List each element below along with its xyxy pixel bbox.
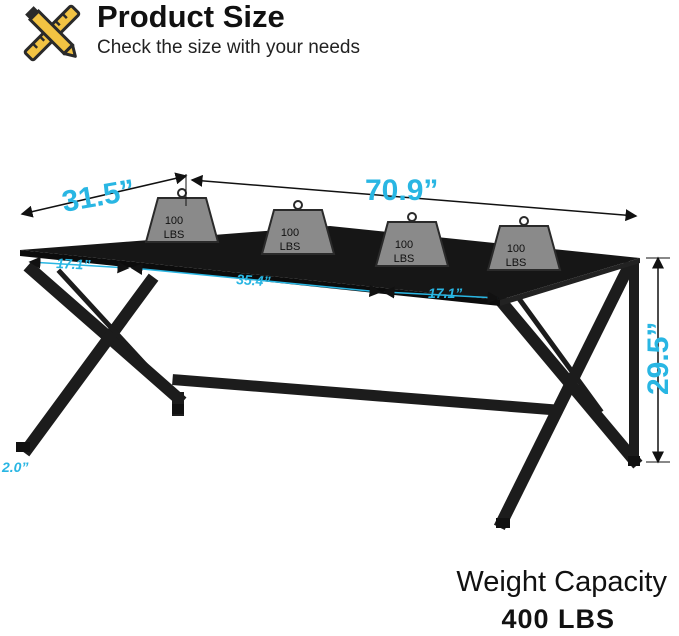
ruler-pencil-icon	[23, 4, 81, 62]
height-label: 29.5”	[642, 322, 675, 395]
right-span-label: 17.1”	[428, 285, 462, 301]
weight-unit: LBS	[164, 229, 185, 241]
page-subtitle: Check the size with your needs	[97, 37, 360, 58]
weight-unit: LBS	[280, 241, 301, 253]
tabletop	[20, 226, 640, 300]
depth-label: 31.5”	[59, 174, 137, 219]
capacity-label: Weight Capacity	[456, 566, 667, 598]
weight-value: 100	[395, 239, 413, 251]
table-illustration: 100 LBS 100 LBS 100 LBS 100 LBS 31.5” 70…	[1, 172, 675, 531]
weight-value: 100	[507, 243, 525, 255]
foot-height-label: 2.0”	[1, 459, 28, 475]
weight-value: 100	[281, 227, 299, 239]
left-span-label: 17.1”	[56, 255, 91, 273]
length-label: 70.9”	[365, 174, 438, 207]
weight-unit: LBS	[506, 257, 527, 269]
table-frame	[19, 259, 643, 531]
depth-arrow	[20, 172, 188, 218]
length-arrow	[190, 174, 638, 222]
weight-value: 100	[165, 215, 183, 227]
weight-unit: LBS	[394, 253, 415, 265]
middle-span-label: 35.4”	[236, 271, 271, 289]
capacity-value: 400 LBS	[501, 604, 615, 634]
foot-pad	[16, 442, 30, 452]
page-title: Product Size	[97, 0, 285, 34]
